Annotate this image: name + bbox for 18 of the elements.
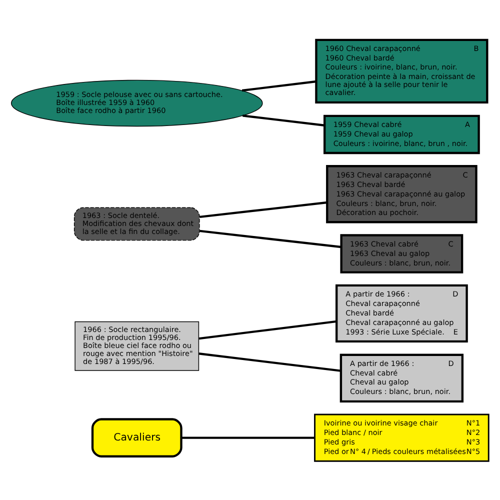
connector <box>198 352 341 372</box>
node-box: A partir de 1966 : D Cheval cabré Cheval au galop Couleurs : blanc, brun, noir. <box>340 353 464 402</box>
node-box: Cavaliers <box>91 418 182 457</box>
node-box: 1960 Cheval carapaçonné B 1960 Cheval bardé Couleurs : ivoirine, blanc, brun, noir. Décoration peinte à la main, croissant de lune ajouté à la selle pour tenir le cavalier. <box>315 38 488 104</box>
node-box: 1963 Cheval carapaçonné C 1963 Cheval bardé 1963 Cheval carapaçonné au galop Couleurs : blanc, brun, noir. Décoration au pochoir. <box>326 164 478 223</box>
connector <box>181 436 315 438</box>
connector <box>198 320 337 340</box>
node-ellipse: 1959 : Socle pelouse avec ou sans cartouche. Boîte illustrée 1959 à 1960 Boîte face rodho à partir 1960 <box>10 79 263 126</box>
connector <box>242 114 325 126</box>
node-box: A partir de 1966 : D Cheval carapaçonné Cheval bardé Cheval carapaçonné au galop 1993 : Série Luxe Spéciale. E <box>336 284 468 342</box>
node-box: 1966 : Socle rectangulaire. Fin de production 1995/96. Boîte bleue ciel face rodho ou rouge avec mention "Histoire" de 1987 à 1995/96. <box>74 320 200 370</box>
node-box: 1963 Cheval cabré C 1963 Cheval au galop Couleurs : blanc, brun, noir. <box>340 234 464 273</box>
connector <box>200 200 328 218</box>
node-box: 1959 Cheval cabré A 1959 Cheval au galop Couleurs : ivoirine, blanc, brun , noir. <box>324 114 480 154</box>
connector <box>200 229 342 248</box>
connector <box>242 80 316 92</box>
node-box: 1963 : Socle dentelé. Modification des chevaux dont la selle et la fin du collage. <box>74 206 200 240</box>
node-box: Ivoirine ou ivoirine visage chair N°1 Pied blanc / noir N°2 Pied gris N°3 Pied orN° 4 / Pieds couleurs métaliséesN°5 <box>314 413 490 462</box>
